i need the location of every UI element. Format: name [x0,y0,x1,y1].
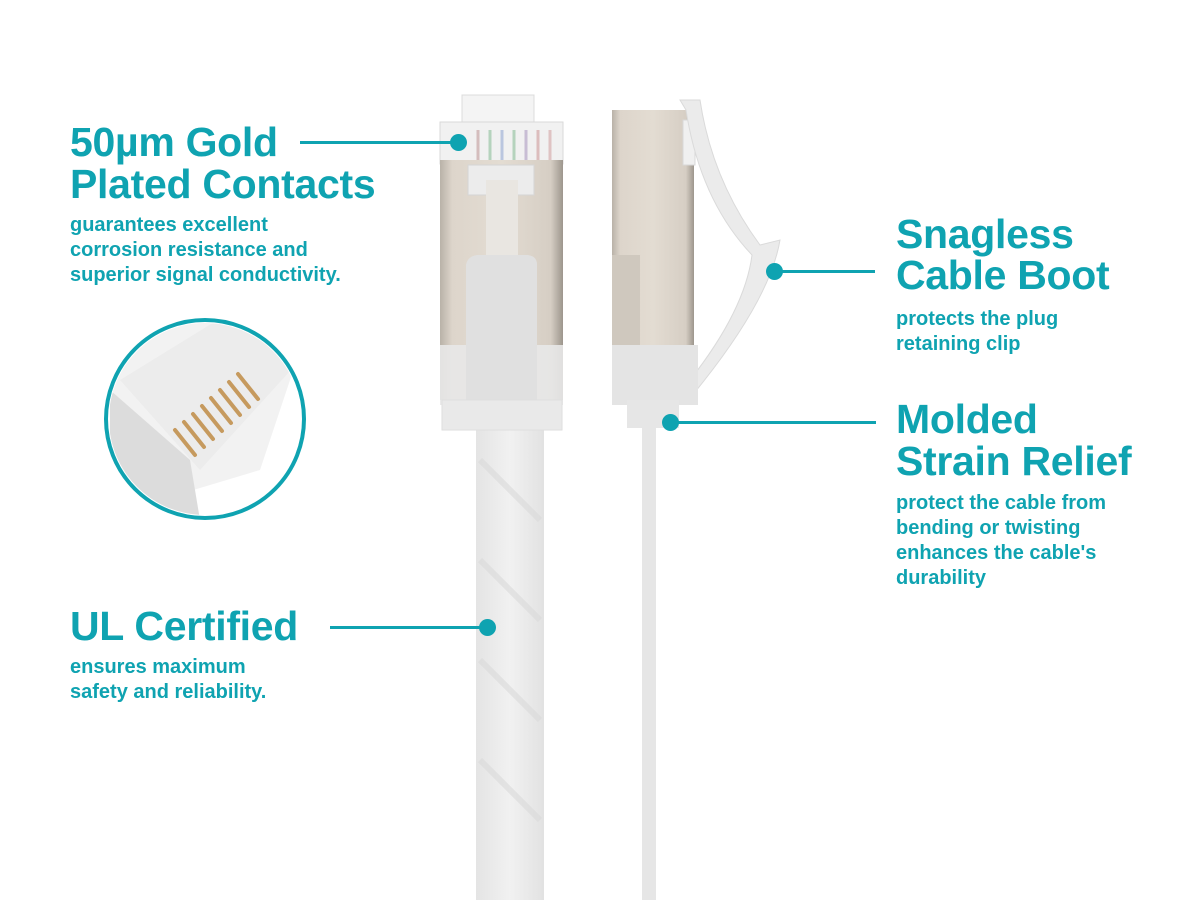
ul-certified-desc-line1: ensures maximum [70,656,246,678]
snagless-boot-desc-line2: retaining clip [896,333,1021,355]
ul-certified-leader-line [330,626,488,629]
strain-relief-title-line2: Strain Relief [896,438,1132,484]
strain-relief-leader-line [672,421,876,424]
ul-certified-leader-dot [479,619,496,636]
snagless-boot-title-line2: Cable Boot [896,252,1110,298]
gold-contacts-leader-dot [450,134,467,151]
gold-contacts-title-line2: Plated Contacts [70,161,376,207]
side-connector [612,99,781,900]
snagless-boot-title-line1: Snagless [896,211,1074,257]
ul-certified-desc-line2: safety and reliability. [70,681,267,703]
strain-relief-desc-line1: protect the cable from [896,492,1107,514]
front-connector [439,94,564,900]
strain-relief-title-line1: Molded [896,396,1038,442]
gold-contacts-desc-line3: superior signal conductivity. [70,264,341,286]
strain-relief-leader-dot [662,414,679,431]
gold-contacts-desc-line2: corrosion resistance and [70,239,308,261]
strain-relief-desc-line3: enhances the cable's [896,542,1097,564]
strain-relief-desc-line4: durability [896,567,987,589]
snagless-boot-desc-line1: protects the plug [896,308,1059,330]
snagless-boot-leader-line [775,270,875,273]
strain-relief-desc-line2: bending or twisting [896,517,1081,539]
gold-contacts-desc-line1: guarantees excellent [70,214,268,236]
snagless-boot-leader-dot [766,263,783,280]
contacts-closeup-inset [104,318,306,520]
ul-certified-title: UL Certified [70,603,299,649]
gold-contacts-leader-line [300,141,458,144]
gold-contacts-title-line1: 50µm Gold [70,119,278,165]
